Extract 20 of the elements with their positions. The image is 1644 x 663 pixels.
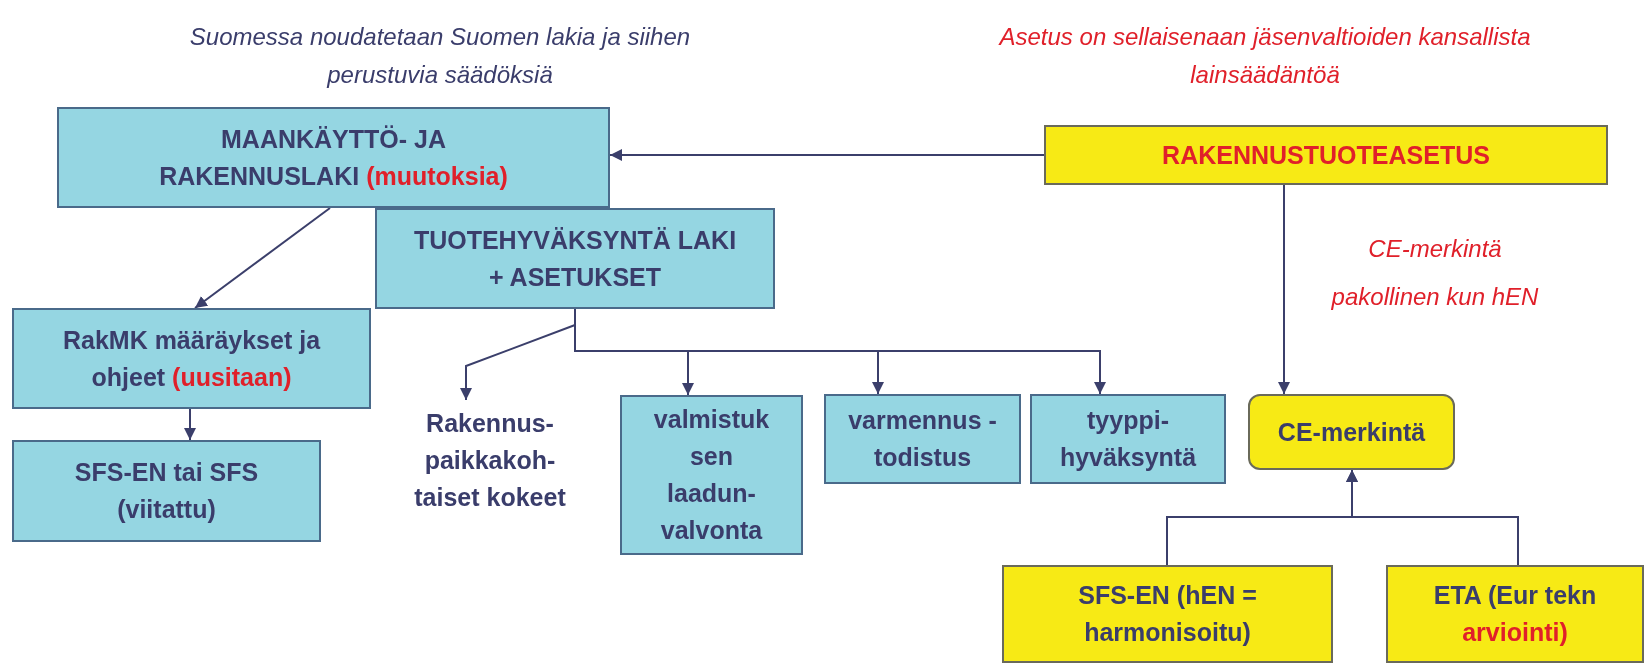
standard-box: SFS-EN (hEN = harmonisoitu) bbox=[1002, 565, 1333, 663]
marking-box: CE-merkintä bbox=[1248, 394, 1455, 470]
standard-box: SFS-EN tai SFS (viitattu) bbox=[12, 440, 321, 542]
law-box: MAANKÄYTTÖ- JA RAKENNUSLAKI (muutoksia) bbox=[57, 107, 610, 208]
test-text: Rakennus- paikkakoh- taiset kokeet bbox=[392, 400, 588, 520]
arrow bbox=[1278, 184, 1290, 395]
law-box: TUOTEHYVÄKSYNTÄ LAKI + ASETUKSET bbox=[375, 208, 775, 309]
regulation-box: RAKENNUSTUOTEASETUS bbox=[1044, 125, 1608, 185]
procedure-box: varmennus -todistus bbox=[824, 394, 1021, 484]
guideline-box: RakMK määräykset ja ohjeet (uusitaan) bbox=[12, 308, 371, 409]
heading-note: Asetus on sellaisenaan jäsenvaltioiden kansallista lainsäädäntöä bbox=[997, 22, 1532, 90]
procedure-box: valmistuk sen laadun- valvonta bbox=[620, 395, 803, 555]
arrow bbox=[184, 408, 196, 441]
arrow bbox=[609, 149, 1045, 161]
edge-label: CE-merkintä pakollinen kun hEN bbox=[1330, 234, 1540, 312]
heading-note: Suomessa noudatetaan Suomen lakia ja siihen perustuvia säädöksiä bbox=[188, 22, 692, 90]
arrow bbox=[194, 207, 331, 309]
standard-box: ETA (Eur tekn arviointi) bbox=[1386, 565, 1644, 663]
procedure-box: tyyppi- hyväksyntä bbox=[1030, 394, 1226, 484]
arrow bbox=[1346, 469, 1519, 566]
